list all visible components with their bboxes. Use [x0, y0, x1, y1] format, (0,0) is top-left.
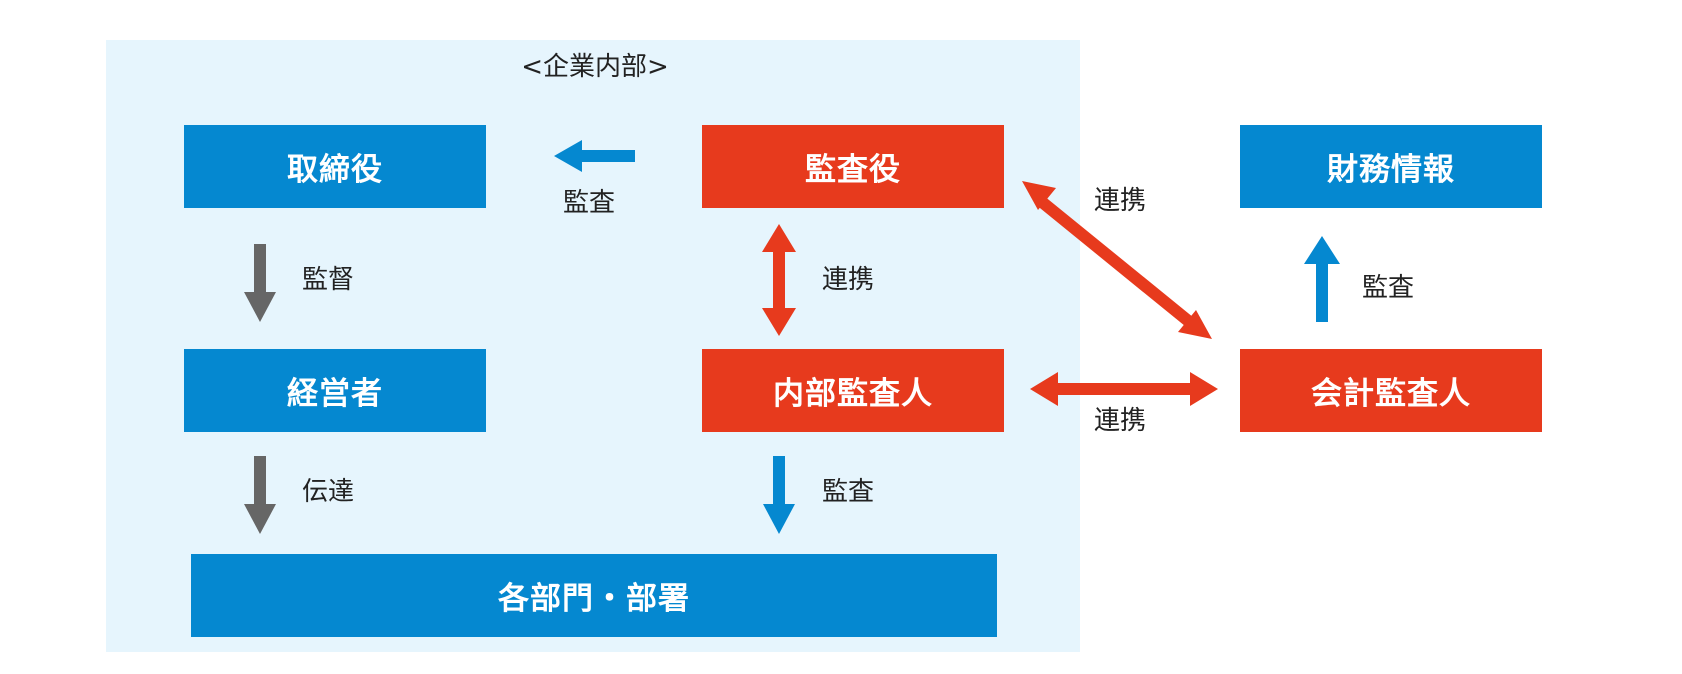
node-management: 経営者	[184, 349, 486, 432]
edge-label-cooperation-horizontal: 連携	[1094, 406, 1147, 436]
arrow-communication-down	[244, 456, 276, 534]
edge-label-audit-directors: 監査	[563, 188, 616, 218]
arrow-audit-departments-down	[763, 456, 795, 534]
edge-label-audit-departments: 監査	[822, 477, 875, 507]
node-directors: 取締役	[184, 125, 486, 208]
arrow-audit-financial-up	[1304, 236, 1340, 322]
edge-label-communication: 伝達	[302, 477, 355, 507]
edge-label-cooperation-vertical: 連携	[822, 265, 875, 295]
edge-label-cooperation-diagonal: 連携	[1094, 186, 1147, 216]
node-corporate-auditors: 監査役	[702, 125, 1004, 208]
node-financial-information: 財務情報	[1240, 125, 1542, 208]
node-departments: 各部門・部署	[191, 554, 997, 637]
edge-label-supervision: 監督	[302, 265, 355, 295]
arrow-cooperation-diagonal	[1022, 181, 1212, 339]
internal-area-title: <企業内部>	[521, 52, 669, 82]
edge-label-audit-financial: 監査	[1362, 273, 1415, 303]
arrow-cooperation-vertical	[762, 224, 796, 336]
arrow-supervision-down	[244, 244, 276, 322]
node-accounting-auditor: 会計監査人	[1240, 349, 1542, 432]
arrow-audit-to-directors	[554, 140, 635, 172]
node-internal-auditor: 内部監査人	[702, 349, 1004, 432]
arrow-cooperation-horizontal	[1030, 372, 1218, 406]
